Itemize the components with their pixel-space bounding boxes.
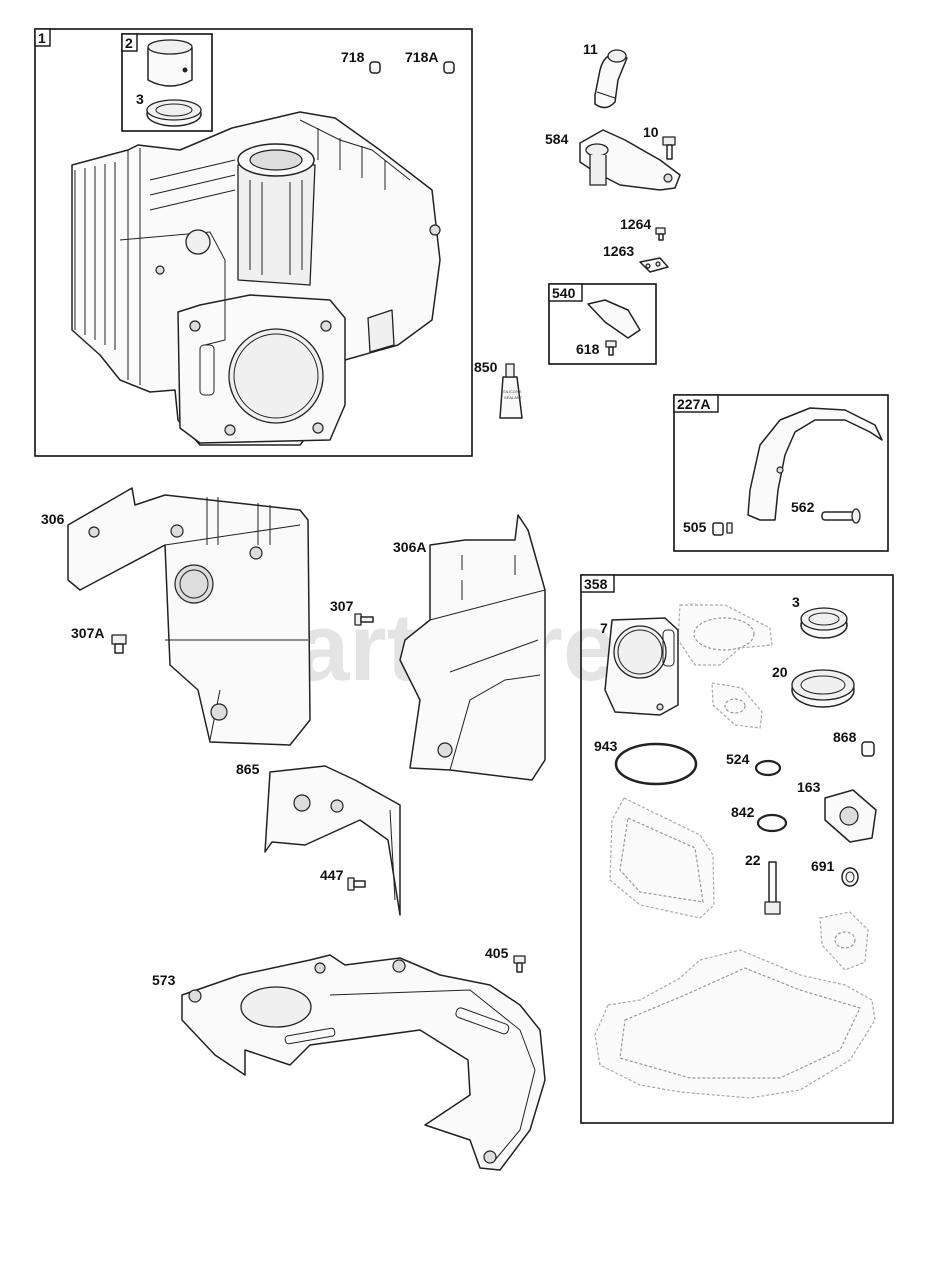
clip-1263-part [639, 257, 669, 273]
shroud-306-part [67, 487, 311, 746]
screw-447-part [347, 877, 366, 891]
oil-seal-3-part [800, 607, 848, 639]
group-540: 540 618 [548, 283, 657, 365]
callout-307: 307 [330, 598, 354, 614]
group-227a-label: 227A [677, 396, 710, 412]
callout-618: 618 [576, 341, 600, 357]
screw-618-part [605, 340, 617, 356]
callout-573: 573 [152, 972, 176, 988]
oil-seal-20-part [791, 669, 855, 708]
o-ring-524-part [754, 759, 782, 777]
gasket-163-part [824, 789, 877, 843]
o-ring-943-part [614, 742, 698, 786]
o-ring-842-part [756, 813, 788, 833]
plate-573-part [181, 954, 546, 1171]
engine-block-part [71, 111, 441, 446]
sump-gasket-dashed [609, 797, 715, 919]
screw-10-part [662, 136, 676, 160]
bolt-22-part [764, 861, 781, 915]
group-227a-tag [673, 394, 719, 413]
callout-307a: 307A [71, 625, 104, 641]
callout-718: 718 [341, 49, 365, 65]
plug-868-part [861, 741, 875, 757]
bushing-part [147, 39, 193, 87]
callout-505: 505 [683, 519, 707, 535]
group-358-gasket-set: 358 7 3 20 943 [580, 574, 894, 1124]
seal-691-part [841, 867, 859, 887]
group-540-box [548, 283, 657, 365]
group-358-label: 358 [584, 576, 608, 592]
screw-405-part [513, 955, 526, 973]
baffle-540-part [587, 299, 641, 339]
sealant-tube-part: SILICONE SEALANT [499, 363, 523, 419]
callout-306a: 306A [393, 539, 426, 555]
callout-10: 10 [643, 124, 659, 140]
callout-718a: 718A [405, 49, 438, 65]
screw-307a-part [111, 634, 127, 654]
group-2-box [121, 33, 213, 132]
oil-seal-part [146, 99, 202, 127]
screw-307-part [354, 613, 374, 626]
baffle-865-part [264, 765, 401, 916]
small-gasket-dashed-1 [711, 682, 763, 729]
callout-865: 865 [236, 761, 260, 777]
crankcase-gasket-dashed [594, 949, 876, 1099]
callout-691: 691 [811, 858, 835, 874]
callout-3-seal: 3 [136, 91, 144, 107]
callout-584: 584 [545, 131, 569, 147]
breather-plate-part [579, 129, 681, 191]
small-gasket-dashed-2 [819, 911, 869, 971]
group-227a-box [673, 394, 889, 552]
callout-11: 11 [583, 41, 598, 57]
dowel-pin-718 [369, 61, 381, 74]
callout-7: 7 [600, 620, 608, 636]
dowel-pin-718a [443, 61, 455, 74]
group-540-label: 540 [552, 285, 576, 301]
breather-tube-part [594, 49, 628, 109]
group-2-label: 2 [125, 35, 133, 51]
screw-1264-part [655, 227, 666, 241]
sealant-text-2: SEALANT [504, 395, 523, 400]
callout-447: 447 [320, 867, 344, 883]
callout-20: 20 [772, 664, 788, 680]
group-1-cylinder-assembly: 1 2 3 718 718A [34, 28, 473, 457]
callout-868: 868 [833, 729, 857, 745]
shroud-306a-part [399, 514, 546, 781]
callout-842: 842 [731, 804, 755, 820]
callout-306: 306 [41, 511, 65, 527]
spacer-505-part [712, 522, 733, 536]
sealant-text-1: SILICONE [503, 389, 522, 394]
callout-943: 943 [594, 738, 618, 754]
group-1-box [34, 28, 473, 457]
callout-524: 524 [726, 751, 750, 767]
callout-405: 405 [485, 945, 509, 961]
callout-1264: 1264 [620, 216, 651, 232]
callout-163: 163 [797, 779, 821, 795]
callout-3-gasket: 3 [792, 594, 800, 610]
group-1-label: 1 [38, 30, 46, 46]
group-540-tag [548, 283, 583, 302]
callout-562: 562 [791, 499, 815, 515]
group-358-box [580, 574, 894, 1124]
group-1-tag [34, 28, 51, 47]
head-gasket-part [604, 617, 679, 716]
group-227a: 227A 562 505 [673, 394, 889, 552]
callout-850: 850 [474, 359, 498, 375]
pin-562-part [821, 508, 861, 524]
valve-cover-gasket-dashed [677, 604, 773, 666]
callout-22: 22 [745, 852, 761, 868]
air-guide-part [747, 407, 883, 521]
group-358-tag [580, 574, 615, 593]
group-2-tag [121, 33, 138, 52]
callout-1263: 1263 [603, 243, 634, 259]
